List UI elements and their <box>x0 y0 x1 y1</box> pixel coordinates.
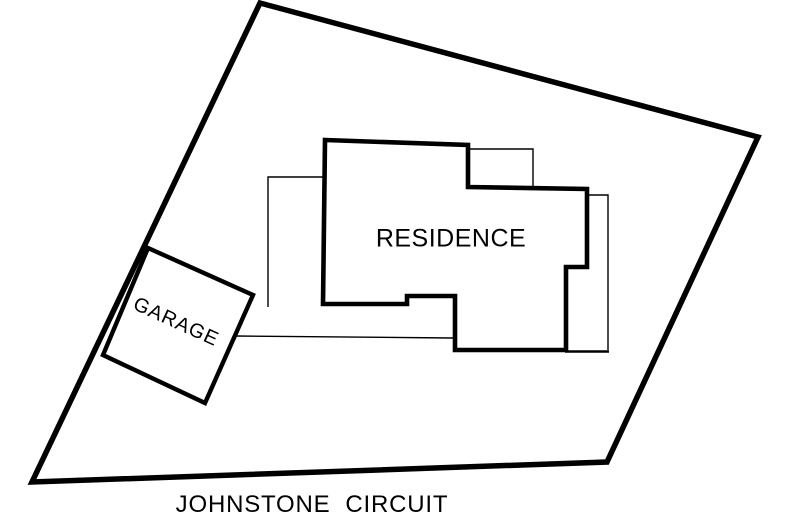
eave-line-right <box>588 194 609 350</box>
paving-line-garage-to-residence <box>234 335 454 339</box>
residence-outline <box>320 137 590 353</box>
property-boundary-outline <box>27 0 762 485</box>
residence-label: RESIDENCE <box>375 224 527 253</box>
garage-outline <box>100 245 256 406</box>
eave-line-left <box>267 176 324 307</box>
street-name-label: JOHNSTONE CIRCUIT <box>175 491 449 518</box>
eave-line-top-right <box>470 148 534 186</box>
